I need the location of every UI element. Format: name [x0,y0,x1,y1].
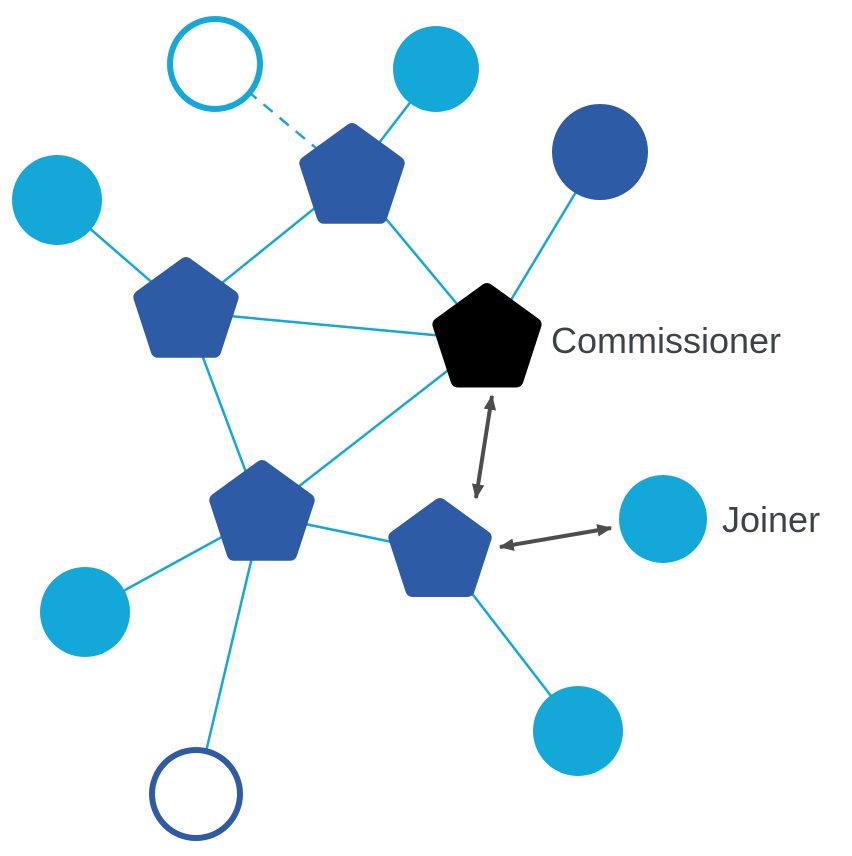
node-end-device-left [12,155,102,245]
node-end-device-bottom-left [40,567,130,657]
node-end-device-top-right [552,104,648,200]
commissioner-router-arrow [471,394,497,500]
node-router-bottom-right [388,498,492,597]
node-router-top [299,123,405,224]
arrows-layer [471,394,613,551]
commissioner-label: Commissioner [551,320,782,361]
joiner-label: Joiner [722,499,821,540]
joiner-router-arrow [498,524,613,551]
node-end-device-top [393,26,479,112]
link-router-bottom-left-end-device-pending-bottom [194,514,264,795]
node-end-device-pending-bottom [149,747,243,841]
node-end-device-bottom-right [533,686,623,776]
node-commissioner [432,283,542,388]
node-end-device-pending-top [167,16,263,112]
node-joiner [619,475,707,563]
nodes-layer [12,16,707,841]
node-router-left [133,257,239,358]
node-router-bottom-left [209,460,315,561]
